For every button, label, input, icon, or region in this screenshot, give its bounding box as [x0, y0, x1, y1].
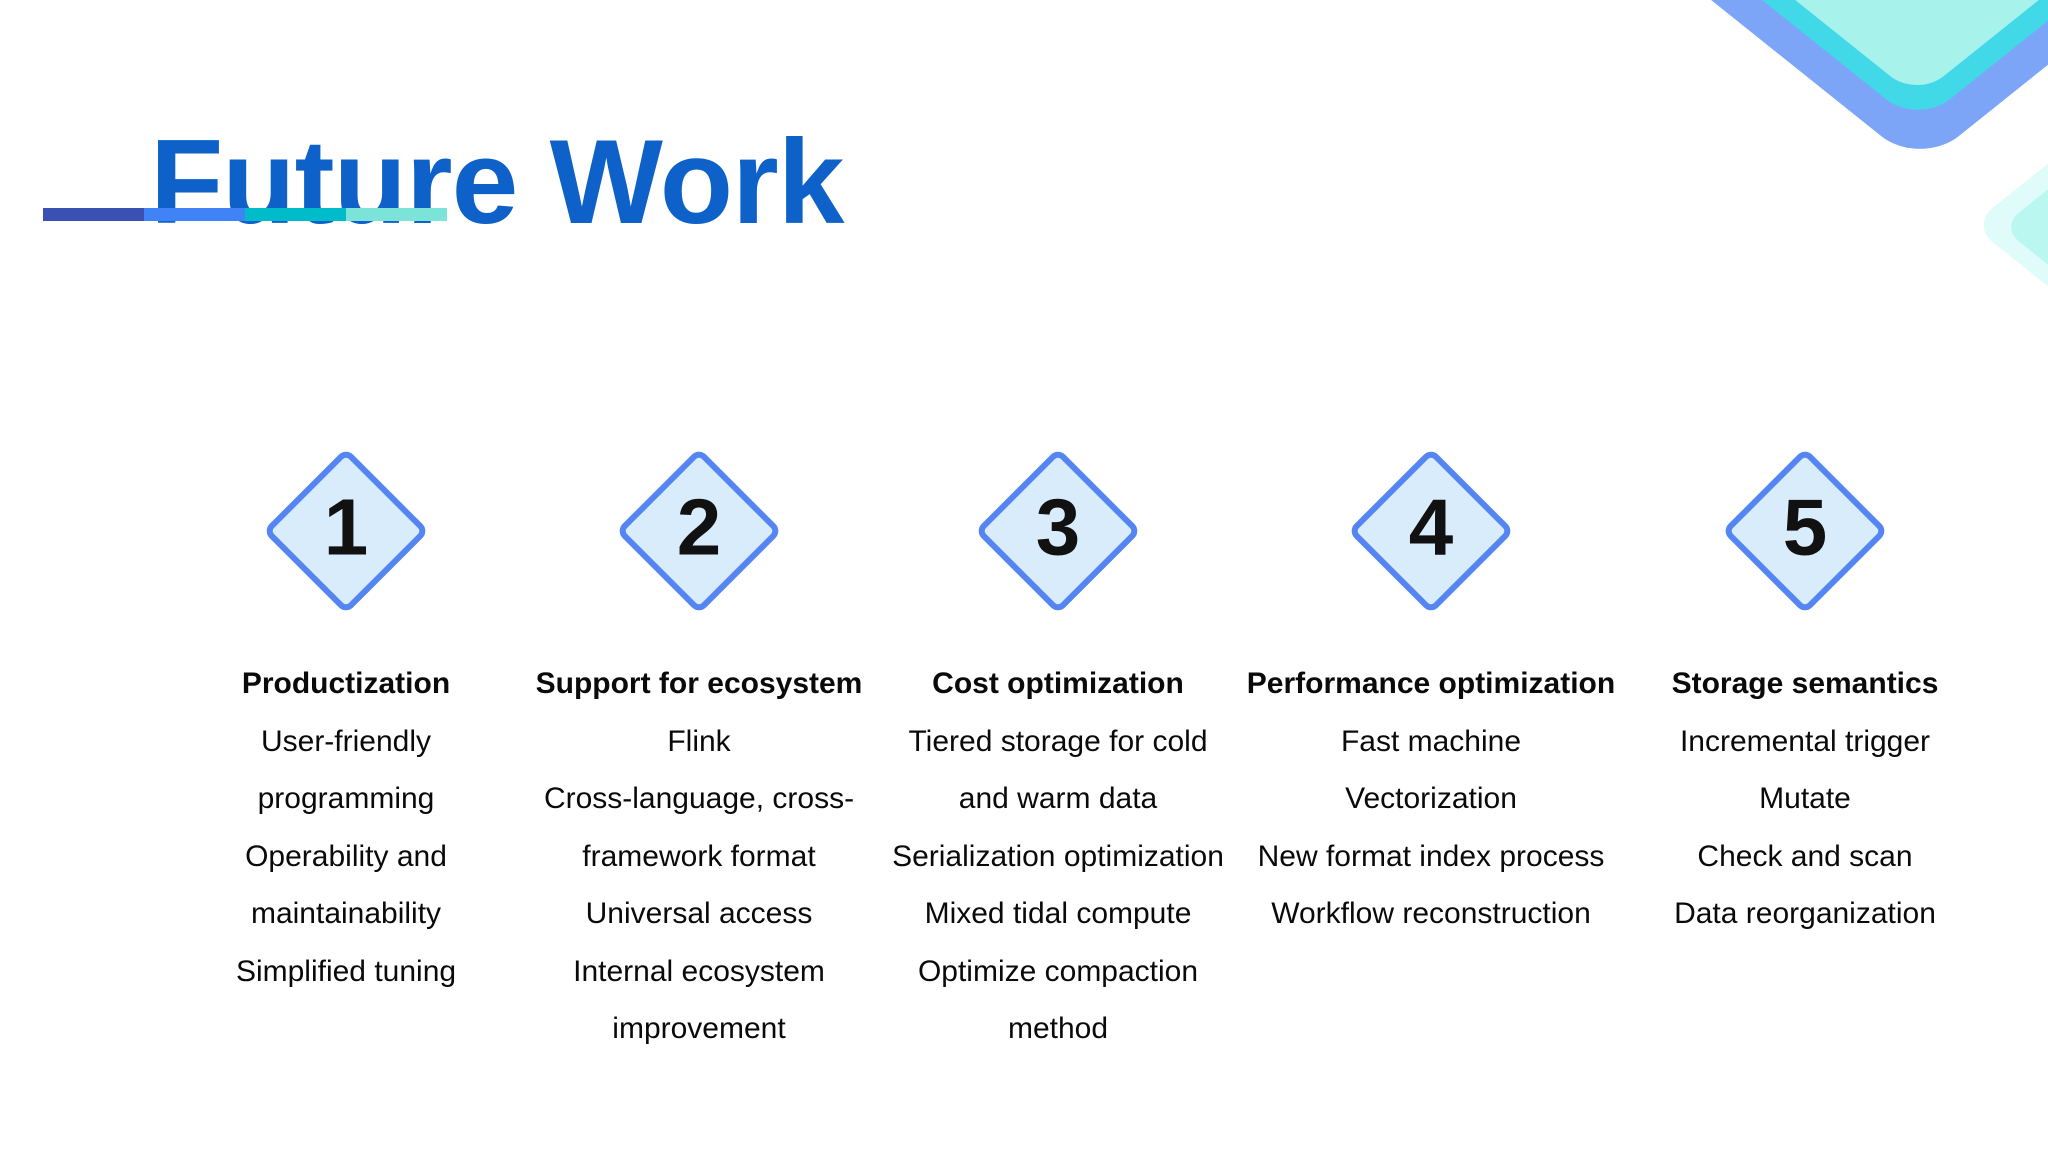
- future-work-column: 1 Productization User-friendly programmin…: [186, 447, 506, 1000]
- step-number: 1: [323, 481, 369, 571]
- column-item-line: Serialization optimization: [892, 839, 1224, 873]
- column-item-line: New format index process: [1257, 839, 1605, 873]
- step-number-diamond: 2: [519, 447, 879, 614]
- step-number: 2: [676, 481, 722, 571]
- column-title: Performance optimization: [1246, 667, 1616, 700]
- column-item-line: programming: [257, 782, 435, 815]
- column-title: Storage semantics: [1671, 667, 1939, 700]
- step-number-diamond: 1: [186, 447, 506, 614]
- step-number: 4: [1408, 481, 1454, 571]
- column-item-line: framework format: [582, 839, 816, 873]
- column-title: Productization: [241, 667, 451, 700]
- column-title: Support for ecosystem: [535, 667, 863, 700]
- column-title: Cost optimization: [932, 667, 1184, 700]
- column-text: Cost optimization Tiered storage for col…: [868, 655, 1248, 1058]
- column-item-line: Tiered storage for cold: [908, 724, 1208, 758]
- page-title: Future Work: [150, 115, 844, 250]
- column-item-line: Workflow reconstruction: [1271, 897, 1591, 930]
- title-bar-segment: [245, 208, 346, 221]
- step-number: 3: [1035, 481, 1081, 571]
- column-item-line: Internal ecosystem: [573, 954, 825, 988]
- column-item-line: Cross-language, cross-: [543, 782, 855, 815]
- column-item-line: Simplified tuning: [235, 954, 457, 988]
- column-item-line: Mixed tidal compute: [924, 897, 1192, 930]
- column-item-line: Operability and: [245, 839, 447, 873]
- title-underline-bar: [43, 208, 447, 221]
- title-bar-segment: [43, 208, 144, 221]
- column-item-line: Fast machine: [1340, 724, 1522, 758]
- future-work-column: 3 Cost optimization Tiered storage for c…: [868, 447, 1248, 1058]
- column-item-line: Check and scan: [1697, 839, 1913, 873]
- title-bar-segment: [144, 208, 245, 221]
- column-item-line: Flink: [667, 724, 731, 758]
- step-number-diamond: 4: [1231, 447, 1631, 614]
- step-number-diamond: 3: [868, 447, 1248, 614]
- column-item-line: Universal access: [585, 897, 813, 930]
- column-item-line: Data reorganization: [1674, 897, 1936, 930]
- future-work-columns: 1 Productization User-friendly programmin…: [0, 447, 2048, 1088]
- column-item-line: improvement: [612, 1012, 786, 1045]
- column-item-line: and warm data: [958, 782, 1158, 815]
- column-item-line: method: [1007, 1012, 1109, 1045]
- step-number: 5: [1782, 481, 1828, 571]
- column-item-line: User-friendly: [260, 724, 432, 758]
- column-item-line: Incremental trigger: [1679, 724, 1931, 758]
- column-item-line: Mutate: [1759, 782, 1851, 815]
- column-item-line: Vectorization: [1345, 782, 1517, 815]
- column-item-line: maintainability: [250, 897, 442, 930]
- column-item-line: Optimize compaction: [917, 954, 1199, 988]
- title-bar-segment: [346, 208, 447, 221]
- step-number-diamond: 5: [1645, 447, 1965, 614]
